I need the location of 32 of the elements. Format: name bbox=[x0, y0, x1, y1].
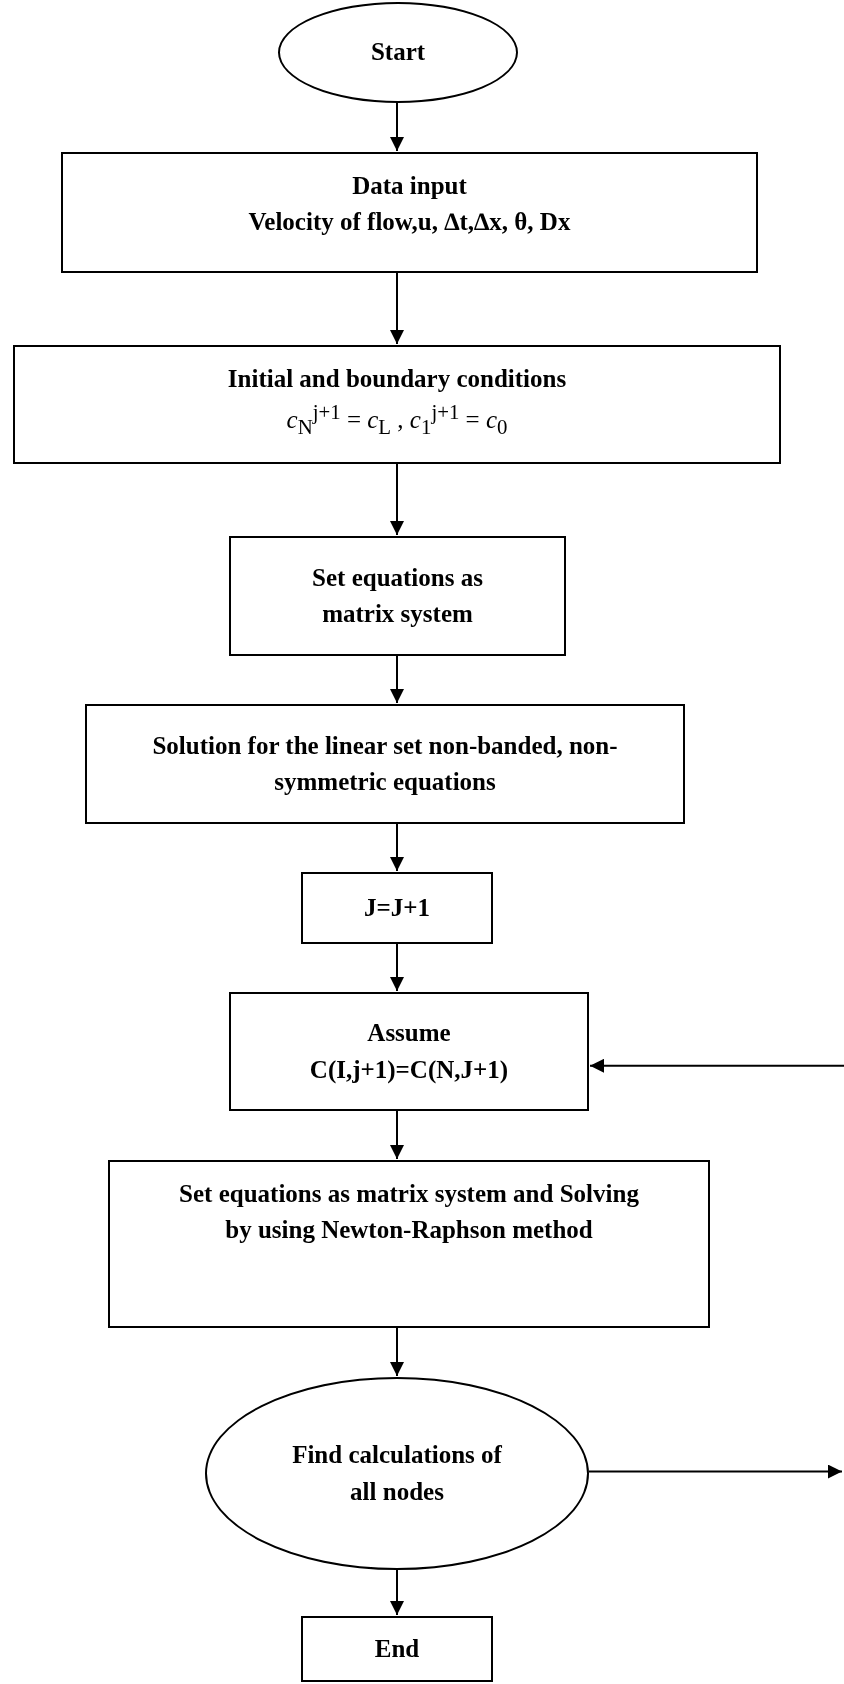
box-text: C(I,j+1)=C(N,J+1) bbox=[309, 1054, 509, 1086]
arrow bbox=[390, 655, 404, 704]
arrow bbox=[390, 463, 404, 536]
process-box bbox=[85, 704, 685, 824]
arrow bbox=[390, 943, 404, 992]
process-box bbox=[301, 1616, 493, 1682]
box-heading: Data input bbox=[352, 171, 467, 201]
box-text: c$_{N}$$^{j+1}$ = c$_{L}$ , c$_{1}$$^{j+1}$ = c$_{0}$ bbox=[286, 399, 508, 442]
arrow bbox=[390, 1110, 404, 1160]
box-text: End bbox=[374, 1633, 420, 1664]
arrow bbox=[390, 272, 404, 345]
box-text: J=J+1 bbox=[364, 892, 430, 923]
box-heading: Initial and boundary conditions bbox=[227, 364, 567, 394]
box-text: Start bbox=[370, 37, 426, 68]
arrow bbox=[589, 1058, 844, 1073]
arrow bbox=[390, 823, 404, 872]
process-box bbox=[229, 536, 566, 656]
arrow bbox=[390, 1569, 404, 1616]
box-text: Solution for the linear set non-banded, non-symmetric equations bbox=[151, 730, 619, 797]
process-box bbox=[301, 872, 493, 944]
process-box bbox=[13, 345, 781, 464]
box-heading: Assume bbox=[367, 1018, 451, 1049]
process-box bbox=[108, 1160, 710, 1328]
process-box bbox=[229, 992, 589, 1111]
box-text: Set equations as matrix system and Solving by using Newton-Raphson method bbox=[178, 1179, 640, 1246]
box-text: Velocity of flow,u, ∆t,∆x, θ, Dx bbox=[248, 207, 571, 238]
box-text: Find calculations of all nodes bbox=[291, 1440, 503, 1507]
arrow bbox=[588, 1464, 843, 1479]
arrow bbox=[390, 102, 404, 152]
process-box bbox=[61, 152, 758, 273]
arrow bbox=[390, 1327, 404, 1377]
box-text: Set equations as matrix system bbox=[311, 562, 484, 629]
